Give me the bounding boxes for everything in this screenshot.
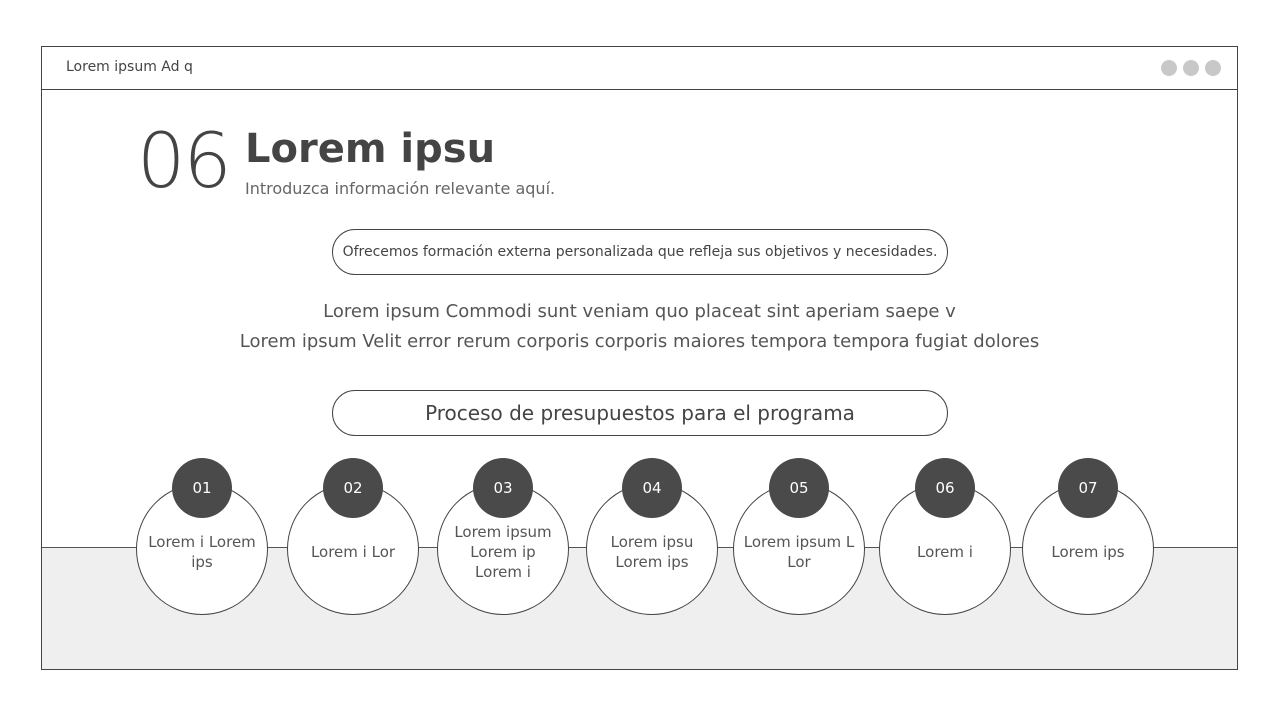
step-number-badge: 05 — [769, 458, 829, 518]
window-control-dot[interactable] — [1205, 60, 1221, 76]
body-line-2: Lorem ipsum Velit error rerum corporis c… — [239, 331, 1040, 352]
step-circle: Lorem ipsu Lorem ips — [586, 483, 718, 615]
section-number: 06 — [137, 116, 232, 205]
step-label: Lorem i Lorem ips — [148, 533, 256, 571]
step-label: Lorem ipsum L Lor — [743, 533, 855, 571]
body-line-1: Lorem ipsum Commodi sunt veniam quo plac… — [323, 301, 956, 322]
window-control-dot[interactable] — [1161, 60, 1177, 76]
step-number-badge: 03 — [473, 458, 533, 518]
step-number-badge: 07 — [1058, 458, 1118, 518]
step-number-badge: 06 — [915, 458, 975, 518]
step-number-badge: 04 — [622, 458, 682, 518]
step-label: Lorem i Lor — [310, 543, 396, 561]
step-label: Lorem ipsu Lorem ips — [610, 533, 694, 571]
process-banner: Proceso de presupuestos para el programa — [332, 390, 948, 436]
info-banner: Ofrecemos formación externa personalizad… — [332, 229, 948, 275]
info-banner-text: Ofrecemos formación externa personalizad… — [342, 244, 938, 260]
presentation-window: Lorem ipsum Ad q 06 Lorem ipsu Introduzc… — [41, 46, 1238, 670]
step-number-badge: 02 — [323, 458, 383, 518]
process-banner-text: Proceso de presupuestos para el programa — [425, 401, 855, 425]
body-paragraph: Lorem ipsum Commodi sunt veniam quo plac… — [42, 297, 1237, 357]
window-title: Lorem ipsum Ad q — [66, 59, 193, 75]
page-title: Lorem ipsu — [245, 126, 496, 172]
page-subtitle: Introduzca información relevante aquí. — [245, 179, 556, 198]
window-control-dot[interactable] — [1183, 60, 1199, 76]
step-number-badge: 01 — [172, 458, 232, 518]
window-titlebar: Lorem ipsum Ad q — [42, 47, 1237, 90]
step-label: Lorem ips — [1051, 543, 1125, 561]
step-label: Lorem ipsum Lorem ip Lorem i — [454, 523, 552, 581]
step-label: Lorem i — [917, 543, 973, 561]
window-controls — [1161, 60, 1221, 76]
